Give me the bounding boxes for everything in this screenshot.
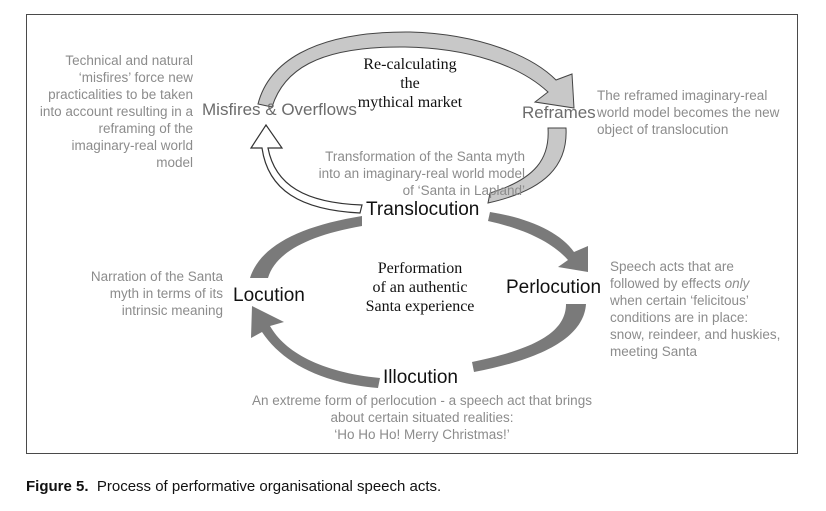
- perlocution-note: Speech acts that are followed by effects…: [610, 259, 781, 359]
- caption-label: Figure 5.: [26, 478, 89, 495]
- illocution-node: Illocution: [383, 367, 458, 388]
- translocution-to-perlocution-arrow: [488, 212, 588, 272]
- translocution-to-misfires-arrow: [249, 123, 363, 214]
- perlocution-node: Perlocution: [506, 277, 602, 298]
- transformation-note: Transformation of the Santa myth into an…: [318, 149, 525, 198]
- reframes-to-translocution-arrow: [487, 127, 567, 204]
- misfires-note: Technical and natural ‘misfires’ force n…: [39, 53, 193, 170]
- recalculating-label: Re-calculating the mythical market: [357, 56, 463, 111]
- caption-text: Process of performative organisational s…: [96, 478, 442, 495]
- figure-caption: Figure 5. Process of performative organi…: [26, 478, 441, 495]
- reframes-note: The reframed imaginary-real world model …: [597, 88, 780, 137]
- illocution-note: An extreme form of perlocution - a speec…: [252, 393, 592, 442]
- misfires-node: Misfires & Overflows: [202, 100, 357, 119]
- reframes-node: Reframes: [522, 103, 596, 122]
- figure-frame: [26, 14, 798, 454]
- locution-node: Locution: [233, 285, 305, 306]
- locution-note: Narration of the Santa myth in terms of …: [90, 269, 223, 318]
- locution-to-translocution-arrow: [250, 216, 362, 278]
- perlocution-to-illocution-arrow: [472, 304, 586, 372]
- performation-label: Performation of an authentic Santa exper…: [365, 260, 475, 315]
- recalculating-arrow: [257, 31, 575, 109]
- illocution-to-locution-arrow: [251, 306, 380, 388]
- translocution-node: Translocution: [366, 199, 480, 220]
